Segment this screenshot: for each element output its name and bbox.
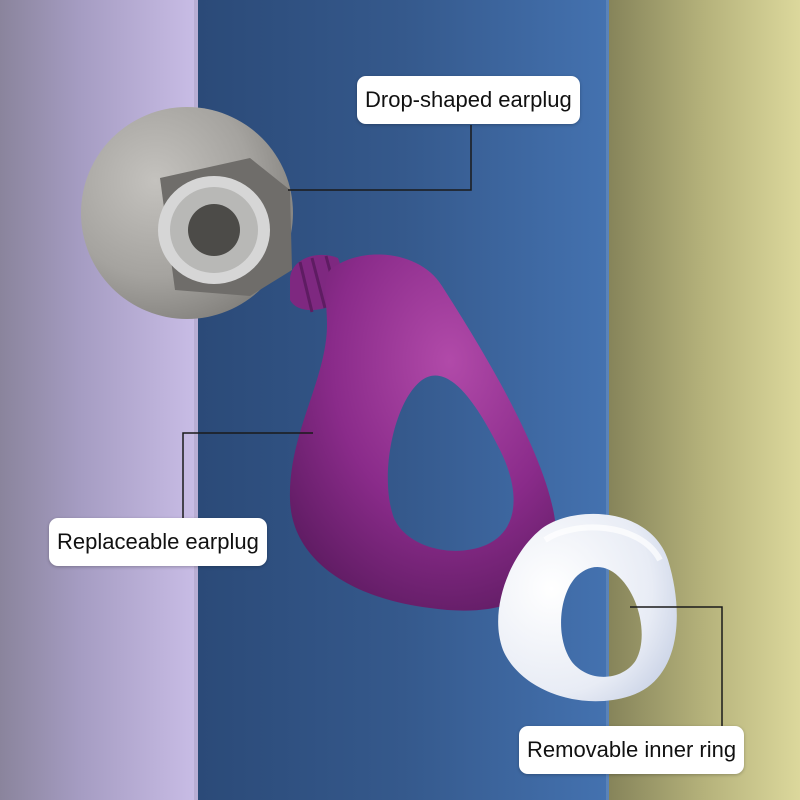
inner-ring-body xyxy=(498,513,677,702)
callout-removable-inner-ring: Removable inner ring xyxy=(519,726,745,774)
leader-line-replaceable xyxy=(182,432,313,518)
drop-shaped-ear-tip xyxy=(81,107,293,319)
earplug-loop xyxy=(289,254,557,611)
callout-drop-shaped-earplug: Drop-shaped earplug xyxy=(357,76,580,124)
replaceable-earplug xyxy=(289,254,557,611)
ear-tip-hole xyxy=(188,204,240,256)
callout-replaceable-earplug: Replaceable earplug xyxy=(49,518,267,566)
leader-line-inner-ring xyxy=(630,606,723,727)
leader-line-drop-shaped xyxy=(288,125,472,191)
removable-inner-ring xyxy=(498,513,677,702)
